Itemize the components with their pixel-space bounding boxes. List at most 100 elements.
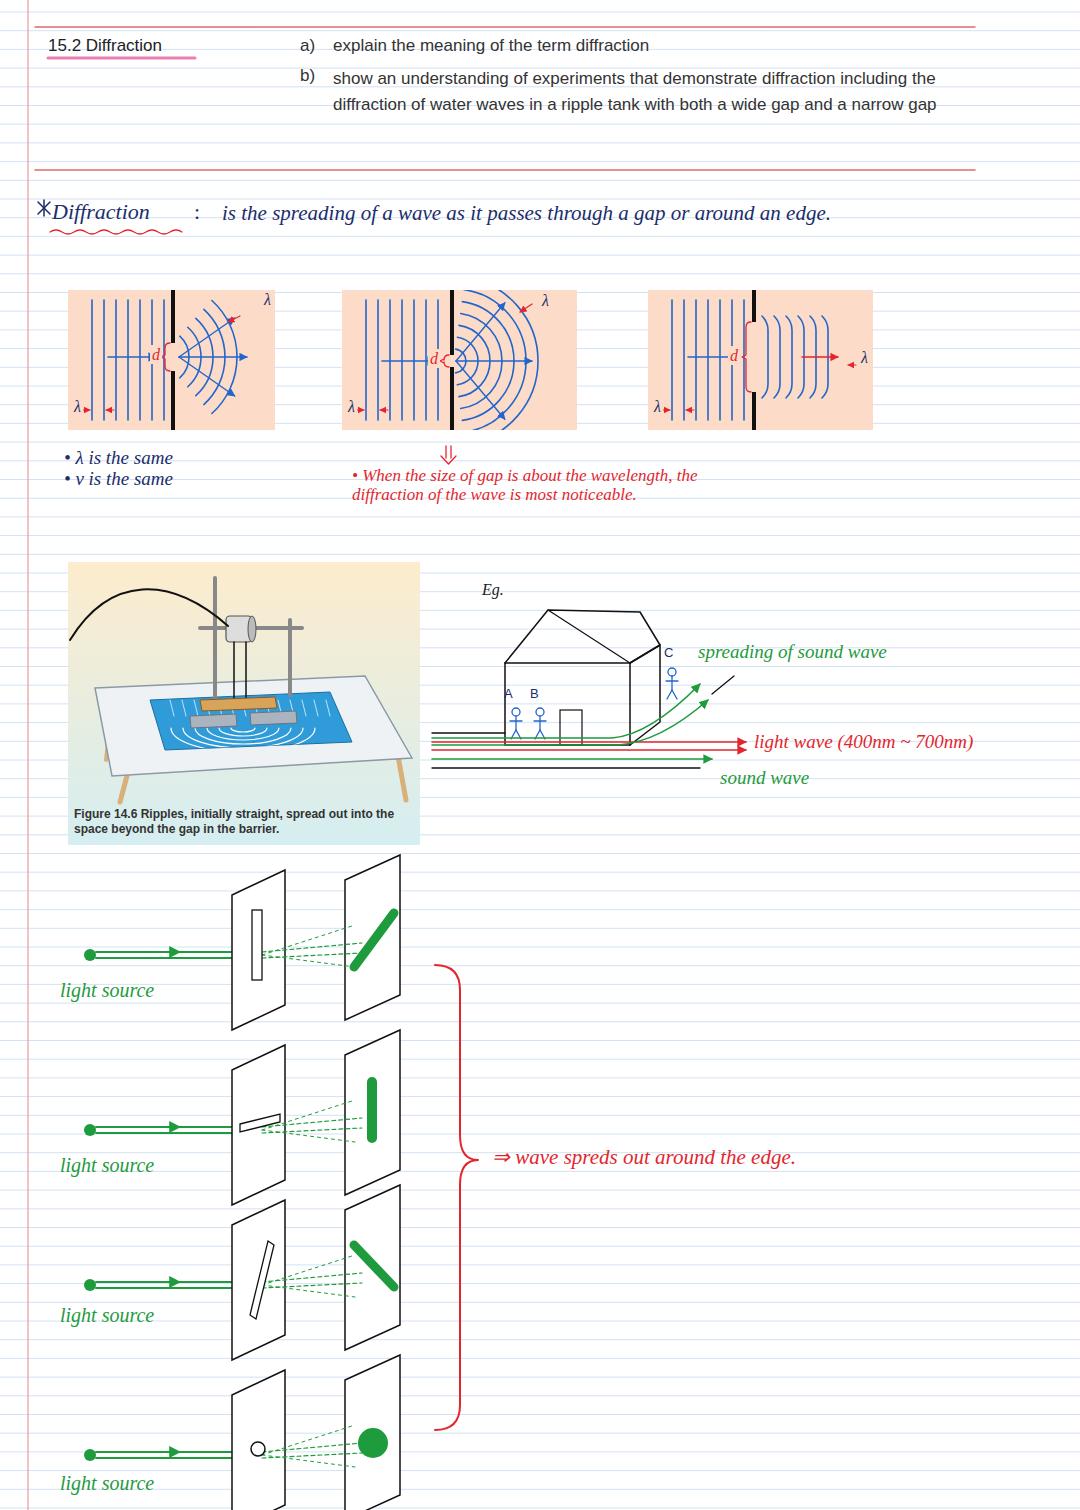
wavelength-label: λ [859,348,870,367]
ruled-paper [0,1339,1080,1340]
person-label: B [530,686,539,702]
ripple-tank-picture [233,642,235,702]
light-slit-experiment [96,1287,238,1289]
ripple-tank-picture [326,700,330,716]
ruled-paper [0,516,1080,517]
ripple-panel [342,278,577,444]
light-slit-experiment [251,1442,265,1456]
ripple-panel [662,290,856,430]
ripple-panel [456,303,505,361]
ruled-paper [0,273,1080,274]
light-slit-experiment [262,1130,355,1142]
ruled-paper [0,1264,1080,1265]
ripple-tank-picture [248,616,256,642]
ruled-paper [0,535,1080,536]
light-slit-experiment [84,949,96,961]
ruled-paper [0,1433,1080,1434]
light-slit-experiment [150,951,180,953]
objective-text: explain the meaning of the term diffract… [333,36,649,56]
definition-text: is the spreading of a wave as it passes … [222,200,972,226]
figure-caption: Figure 14.6 Ripples, initially straight,… [68,803,420,845]
header-rule [35,169,975,171]
ripple-panel [762,316,768,398]
ruled-paper [0,984,1080,985]
ripple-panel [456,361,505,419]
ripple-panel [139,300,141,420]
ripple-panel [179,357,235,396]
ripple-panel [466,290,538,430]
wave-label: light wave (400nm ~ 700nm) [754,730,973,753]
ripple-panel [802,356,838,357]
light-slit-experiment [84,1185,400,1360]
ripple-panel [440,355,449,367]
ripple-panel [743,300,745,420]
ruled-paper [0,928,1080,929]
house-sketch [671,676,672,690]
ruled-paper [0,1302,1080,1303]
ripple-panel [228,316,240,322]
ripple-panel [82,290,247,430]
ruled-paper [0,1377,1080,1378]
ripple-tank-picture [120,772,128,802]
light-slit-experiment [262,1255,355,1285]
ripple-tank-picture [314,700,318,716]
ruled-paper [0,142,1080,143]
light-source-label: light source [60,978,154,1002]
ripple-tank-picture [171,728,315,752]
house-sketch [536,708,544,716]
wave-rays [432,758,712,760]
wave-rays [432,767,700,768]
ruled-paper [0,853,1080,854]
ripple-panel [342,290,577,430]
ripple-panel [389,300,391,420]
ripple-panel [450,290,454,355]
ruled-paper [0,872,1080,873]
header-rule [35,27,975,170]
objective-letter: a) [300,36,315,56]
ruled-paper [0,1096,1080,1097]
house-sketch [510,720,522,721]
light-slit-experiment [96,1126,238,1128]
ripple-panel [520,304,532,312]
light-slit-experiment [96,1281,238,1283]
colon: : [194,199,200,225]
ruled-paper [0,1470,1080,1471]
ripple-panel [774,316,780,398]
ripple-tank-picture [231,728,255,732]
term-heading: Diffraction [52,199,150,225]
figure-panel: Figure 14.6 Ripples, initially straight,… [68,562,420,845]
conclusion-text: ⇒ wave spreds out around the edge. [492,1145,796,1170]
light-slit-experiment [250,1241,274,1319]
light-slit-experiment [150,1126,180,1128]
wavelength-label: λ [262,290,273,309]
ruled-paper [0,1414,1080,1415]
example-label: Eg. [482,580,504,599]
down-arrow [441,446,456,464]
ruled-paper [0,161,1080,162]
ripple-panel [365,300,367,420]
curly-bracket [435,965,478,1430]
ruled-paper [0,947,1080,948]
ruled-paper [0,890,1080,891]
ripple-panel [171,371,175,430]
wave-rays [432,700,708,745]
ripple-panel [356,409,364,410]
light-slit-experiment [150,1451,180,1453]
light-slit-experiment [84,855,400,1030]
note-text: • When the size of gap is about the wave… [352,466,712,504]
ripple-panel [752,392,756,430]
ripple-panel [115,300,117,420]
wavelength-label: λ [540,291,551,310]
ruled-paper [0,1358,1080,1359]
ruled-paper [0,1283,1080,1284]
ripple-panel [695,300,697,420]
light-slit-experiment [354,1245,394,1287]
ripple-panel [707,300,709,420]
ripple-panel [671,300,673,420]
house-sketch [539,716,540,730]
light-slit-experiment [345,855,400,1020]
wave-rays [712,676,734,694]
ripple-panel [742,322,751,392]
ruled-paper [0,1395,1080,1396]
ruled-paper [0,1059,1080,1060]
